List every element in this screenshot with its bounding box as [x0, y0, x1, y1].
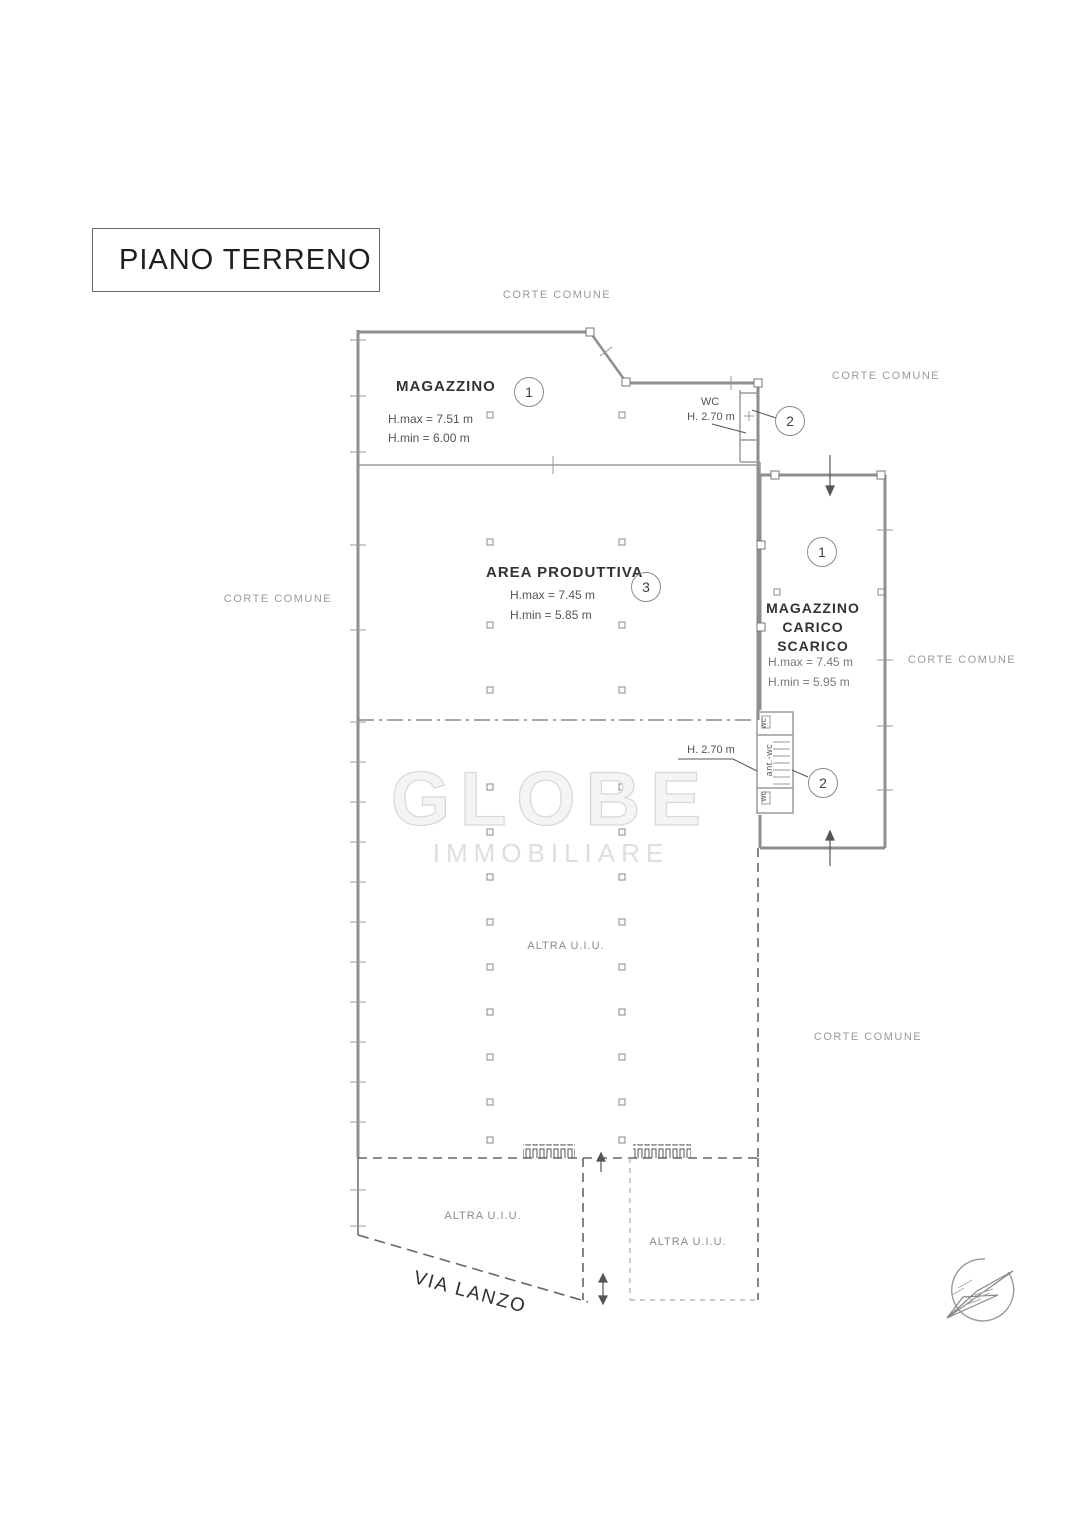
unit-badge-magazzino: 1 [514, 377, 544, 407]
diagonal-wall [588, 331, 628, 383]
altra-uiu-right-label: ALTRA U.I.U. [649, 1236, 727, 1248]
corte-comune-bottom-right-label: CORTE COMUNE [813, 1031, 923, 1043]
mcs-line2: CARICO [782, 619, 844, 635]
mcs-line1: MAGAZZINO [766, 600, 860, 616]
wc-label: WC [700, 396, 720, 408]
area-produttiva-hmin: H.min = 5.85 m [510, 608, 592, 622]
sanitary-fixtures [744, 411, 790, 805]
corte-comune-top-right-label: CORTE COMUNE [831, 370, 941, 382]
wc-height: H. 2.70 m [687, 411, 735, 423]
entrance-arrows [596, 455, 835, 1306]
area-produttiva-hmax: H.max = 7.45 m [510, 588, 596, 602]
corte-comune-top-label: CORTE COMUNE [502, 289, 612, 301]
light-dashed [629, 1158, 758, 1301]
altra-uiu-left-label: ALTRA U.I.U. [444, 1210, 522, 1222]
plan-title: PIANO TERRENO [92, 228, 380, 292]
corte-comune-left-label: CORTE COMUNE [223, 593, 333, 605]
mcs-line3: SCARICO [777, 638, 849, 654]
mcs-hmin: H.min = 5.95 m [768, 675, 850, 689]
globe-logo-icon [946, 1258, 1015, 1322]
sanitari-height: H. 2.70 m [687, 744, 735, 756]
leader-lines [678, 409, 809, 778]
magazzino-hmax: H.max = 7.51 m [388, 412, 474, 426]
wall-nodes [585, 327, 886, 632]
unit-badge-sanitari: 2 [808, 768, 838, 798]
mcs-hmax: H.max = 7.45 m [768, 655, 854, 669]
magazzino-carico-scarico-label: MAGAZZINO CARICO SCARICO [762, 599, 864, 656]
area-produttiva-label: AREA PRODUTTIVA [486, 564, 644, 581]
unit-badge-wc: 2 [775, 406, 805, 436]
unit-badge-area-produttiva: 3 [631, 572, 661, 602]
dashed-boundaries [357, 848, 759, 1303]
magazzino-label: MAGAZZINO [396, 378, 496, 395]
wall-ticks [350, 339, 893, 1227]
column-markers [486, 411, 885, 1144]
sanitari-wc-top-label: wc [759, 717, 768, 729]
unit-badge-carico-scarico: 1 [807, 537, 837, 567]
partitions [358, 390, 794, 814]
shutter-strip-right [633, 1144, 691, 1158]
sanitari-wc-bottom-label: wc [759, 790, 768, 802]
watermark-brand-sub: IMMOBILIARE [432, 838, 670, 868]
altra-uiu-main-label: ALTRA U.I.U. [527, 940, 605, 952]
magazzino-hmin: H.min = 6.00 m [388, 431, 470, 445]
watermark-brand: GLOBE [390, 757, 712, 842]
corte-comune-right-label: CORTE COMUNE [907, 654, 1017, 666]
sanitari-ant-wc-label: ant.-wc [764, 743, 774, 777]
shutter-strip-left [523, 1144, 575, 1158]
outer-walls [356, 330, 887, 1158]
